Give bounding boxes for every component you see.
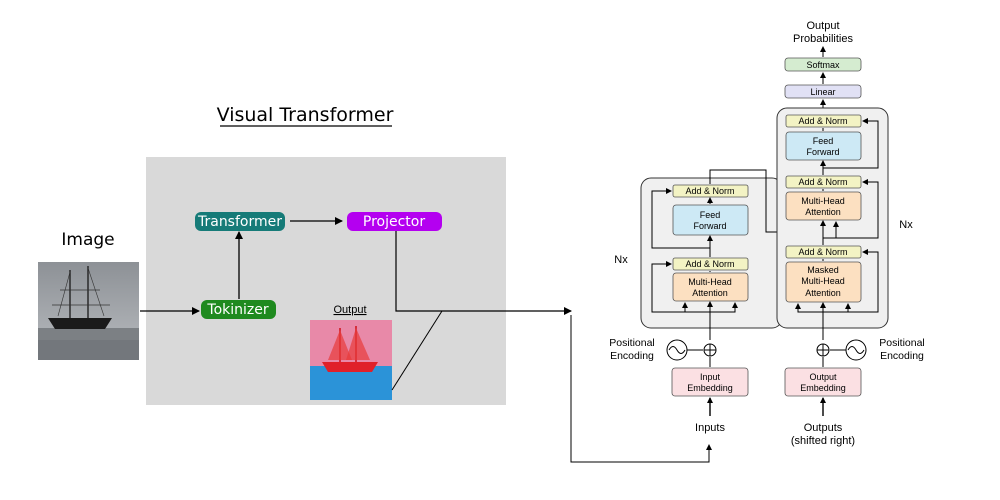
- encoder-feed-forward-line1: Feed: [700, 210, 721, 220]
- decoder-add-norm-top: [785, 114, 862, 128]
- softmax-box: [784, 57, 862, 72]
- link-to-inputs: [570, 315, 712, 463]
- projector-output-line: [395, 231, 572, 315]
- encoder-nx-label: Nx: [614, 254, 628, 266]
- decoder-add-norm-middle-label: Add & Norm: [798, 177, 847, 187]
- projector-label: Projector: [363, 214, 425, 230]
- decoder-mha-line2: Attention: [805, 207, 841, 217]
- encoder-mha-line1: Multi-Head: [688, 277, 732, 287]
- decoder-positional-line1: Positional: [879, 337, 925, 349]
- input-embedding-line2: Embedding: [687, 383, 733, 393]
- decoder-feed-forward-line1: Feed: [813, 136, 834, 146]
- decoder-positional-wave-icon: [845, 339, 867, 361]
- linear-label: Linear: [810, 87, 835, 97]
- decoder-masked-line2: Multi-Head: [801, 276, 845, 286]
- linear-box: [784, 84, 862, 99]
- outputs-label-line1: Outputs: [804, 422, 843, 434]
- input-embedding-box: [671, 367, 749, 397]
- encoder-positional-wave-icon: [666, 339, 688, 361]
- decoder-positional-line2: Encoding: [880, 350, 924, 362]
- output-embedding-line2: Embedding: [800, 383, 846, 393]
- encoder-add-norm-top-label: Add & Norm: [685, 186, 734, 196]
- tokenizer-label: Tokinizer: [206, 302, 268, 318]
- output-label: Output: [333, 304, 366, 316]
- output-probabilities-line2: Probabilities: [793, 33, 853, 45]
- input-image: [38, 262, 139, 360]
- output-embedding-box: [784, 367, 862, 397]
- decoder-masked-line3: Attention: [805, 288, 841, 298]
- decoder-feed-forward-line2: Forward: [806, 147, 839, 157]
- inputs-label: Inputs: [695, 422, 725, 434]
- output-image-connector: [391, 310, 443, 391]
- decoder-add-norm-middle: [785, 175, 862, 189]
- projector-box: [347, 212, 442, 231]
- decoder-add-norm-bottom: [785, 245, 862, 259]
- encoder-add-norm-bottom: [672, 257, 749, 271]
- softmax-label: Softmax: [806, 60, 840, 70]
- encoder-positional-line1: Positional: [609, 337, 655, 349]
- encoder-feed-forward-line2: Forward: [693, 221, 726, 231]
- decoder-masked-line1: Masked: [807, 265, 839, 275]
- outputs-label-line2: (shifted right): [791, 435, 855, 447]
- encoder-block: [640, 177, 783, 329]
- output-probabilities-line1: Output: [806, 20, 839, 32]
- visual-transformer-title: Visual Transformer: [217, 104, 394, 126]
- transformer-label: Transformer: [197, 214, 282, 230]
- output-embedding-line1: Output: [809, 372, 837, 382]
- image-label: Image: [61, 230, 114, 250]
- input-embedding-line1: Input: [700, 372, 721, 382]
- decoder-add-norm-top-label: Add & Norm: [798, 116, 847, 126]
- encoder-add-norm-bottom-label: Add & Norm: [685, 259, 734, 269]
- encoder-positional-line2: Encoding: [610, 350, 654, 362]
- encoder-add-icon: [703, 343, 717, 357]
- decoder-add-norm-bottom-label: Add & Norm: [798, 247, 847, 257]
- decoder-mha-line1: Multi-Head: [801, 196, 845, 206]
- tokenizer-box: [201, 300, 276, 319]
- decoder-nx-label: Nx: [899, 219, 913, 231]
- decoder-add-icon: [816, 343, 830, 357]
- encoder-mha-line2: Attention: [692, 288, 728, 298]
- decoder-arrows: [795, 118, 879, 340]
- output-image: [310, 320, 392, 400]
- transformer-box: [195, 212, 285, 231]
